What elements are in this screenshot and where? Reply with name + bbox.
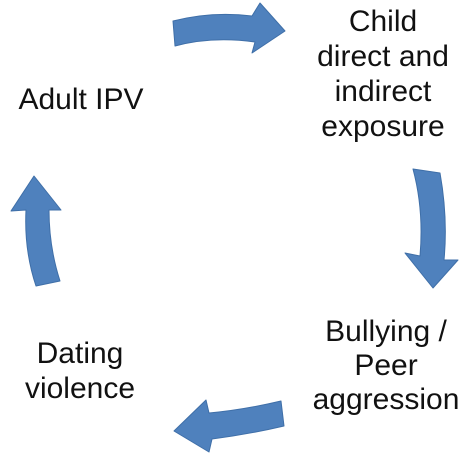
node-dating-violence: Dating violence	[0, 336, 160, 406]
node-child-exposure: Child direct and indirect exposure	[298, 4, 468, 144]
arrow-dating-to-adult	[10, 175, 62, 287]
node-dating-line-1: Dating	[36, 337, 124, 370]
node-child-line-1: Child	[348, 5, 418, 38]
node-child-line-2: direct and	[317, 40, 449, 73]
arrow-bully-to-dating	[173, 399, 285, 453]
node-child-line-4: exposure	[321, 110, 445, 143]
arrow-adult-to-child	[172, 2, 286, 54]
node-bullying: Bullying / Peer aggression	[298, 315, 474, 417]
node-bully-line-2: Peer	[354, 349, 418, 382]
node-adult-line-1: Adult IPV	[18, 83, 144, 116]
arrow-child-to-bully	[404, 168, 459, 289]
node-dating-line-2: violence	[24, 372, 136, 405]
node-child-line-3: indirect	[334, 75, 432, 108]
node-bully-line-3: aggression	[312, 383, 460, 416]
node-adult-ipv: Adult IPV	[2, 82, 160, 117]
node-bully-line-1: Bullying /	[325, 315, 447, 348]
